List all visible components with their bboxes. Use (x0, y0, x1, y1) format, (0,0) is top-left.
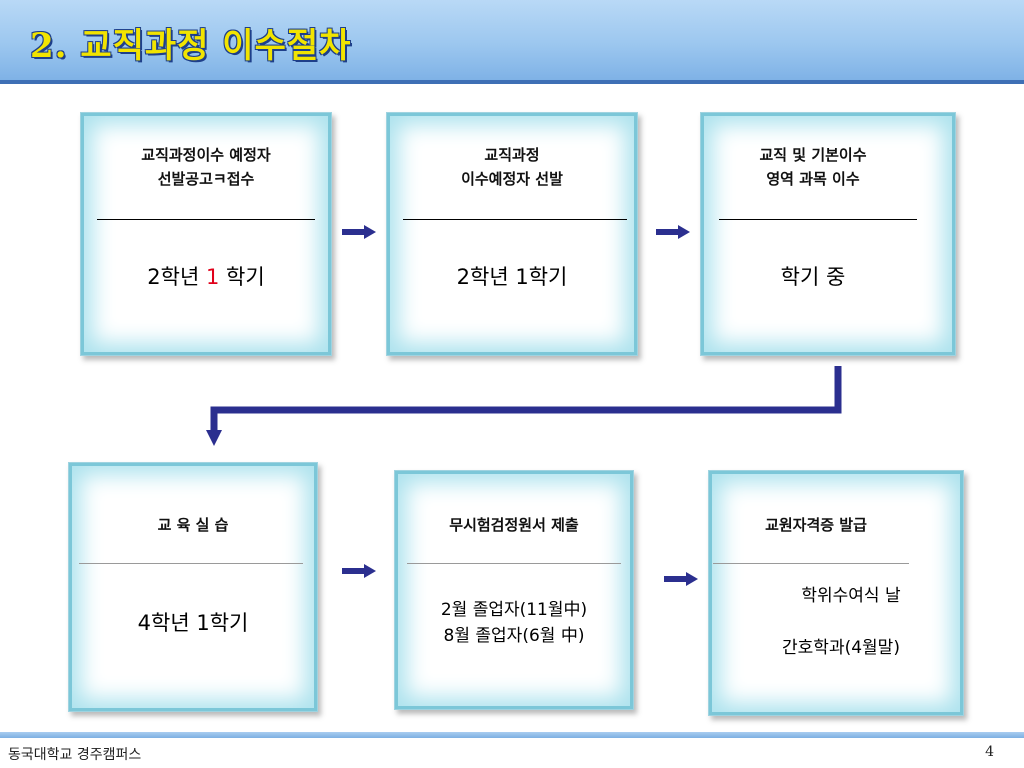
step-6-title: 교원자격증 발급 (765, 516, 867, 534)
slide-title: 2. 교직과정 이수절차 (30, 26, 352, 66)
page-number: 4 (985, 744, 994, 760)
step-5-title: 무시험검정원서 제출 (449, 516, 579, 534)
step-1-body-highlight: 1 (205, 265, 220, 289)
step-box-4: 교 육 실 습 4학년 1학기 (68, 462, 318, 712)
arrow-right-icon (342, 225, 376, 239)
arrow-right-icon (664, 572, 698, 586)
step-5-body-line1: 2월 졸업자(11월中) (440, 600, 588, 620)
step-2-title-line2: 이수예정자 선발 (461, 170, 563, 188)
title-banner: 2. 교직과정 이수절차 (0, 0, 1024, 84)
step-3-body: 학기 중 (780, 265, 846, 289)
step-6-body-line2: 간호학과(4월말) (782, 638, 900, 658)
step-4-divider (79, 563, 303, 564)
step-1-title-line2: 선발공고ㅋ접수 (157, 170, 255, 188)
step-2-divider (403, 219, 627, 220)
connector-arrow-icon (200, 364, 850, 454)
step-3-title-line1: 교직 및 기본이수 (759, 146, 867, 164)
step-2-title-line1: 교직과정 (484, 146, 540, 164)
arrow-right-icon (656, 225, 690, 239)
step-5-body-line2: 8월 졸업자(6월 中) (443, 626, 585, 646)
step-1-title-line1: 교직과정이수 예정자 (141, 146, 271, 164)
step-box-5: 무시험검정원서 제출 2월 졸업자(11월中) 8월 졸업자(6월 中) (394, 470, 634, 710)
step-1-divider (97, 219, 315, 220)
step-box-1: 교직과정이수 예정자 선발공고ㅋ접수 2학년 1 학기 (80, 112, 332, 356)
step-box-6: 교원자격증 발급 학위수여식 날 간호학과(4월말) (708, 470, 964, 716)
step-4-body: 4학년 1학기 (137, 611, 249, 635)
step-1-body: 2학년 1 학기 (81, 261, 331, 291)
arrow-right-icon (342, 564, 376, 578)
step-3-divider (719, 219, 917, 220)
step-1-body-post: 학기 (226, 265, 265, 289)
step-box-3: 교직 및 기본이수 영역 과목 이수 학기 중 (700, 112, 956, 356)
step-5-divider (407, 563, 621, 564)
step-box-2: 교직과정 이수예정자 선발 2학년 1학기 (386, 112, 638, 356)
footer-rule (0, 732, 1024, 738)
step-3-title-line2: 영역 과목 이수 (766, 170, 860, 188)
step-4-title: 교 육 실 습 (157, 516, 229, 534)
footer-institution: 동국대학교 경주캠퍼스 (8, 747, 142, 763)
step-6-body-line1: 학위수여식 날 (801, 586, 901, 606)
step-6-divider (713, 563, 909, 564)
step-2-body: 2학년 1학기 (456, 265, 568, 289)
step-1-body-pre: 2학년 (147, 265, 206, 289)
